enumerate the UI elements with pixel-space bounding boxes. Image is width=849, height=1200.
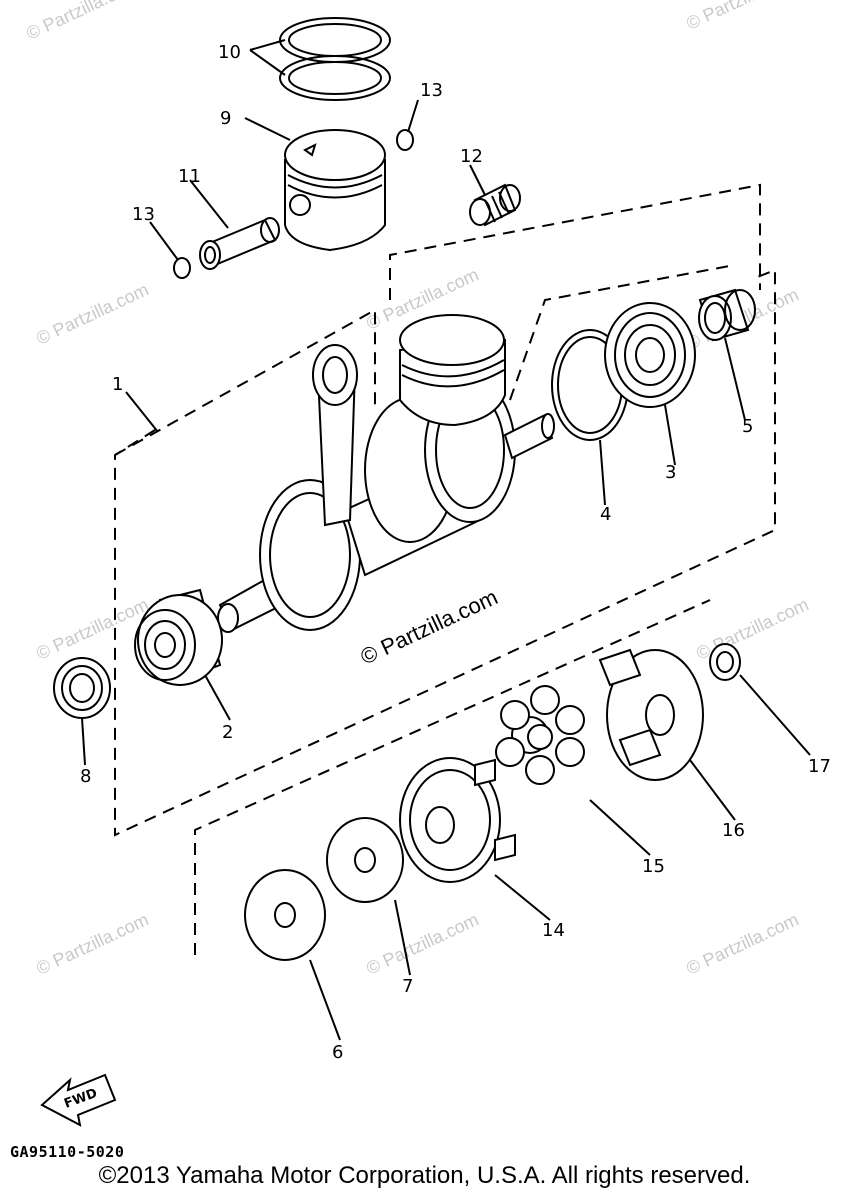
piston-rings <box>279 17 391 101</box>
bearing <box>604 302 696 408</box>
callout-3: 3 <box>665 462 676 483</box>
leader-lines <box>81 39 811 1041</box>
watermark-text: © Partzilla.com <box>33 594 151 663</box>
piston <box>284 129 386 252</box>
part-code: GA95110-5020 <box>10 1143 125 1161</box>
watermark-text: © Partzilla.com <box>683 909 801 978</box>
washer-small <box>709 643 741 681</box>
callout-5: 5 <box>742 416 753 437</box>
oil-seal <box>53 657 111 719</box>
coupling <box>399 757 516 883</box>
callout-7: 7 <box>402 976 413 997</box>
callout-6: 6 <box>332 1042 343 1063</box>
callout-1: 1 <box>112 374 123 395</box>
watermark-text: © Partzilla.com <box>33 909 151 978</box>
coupling-rear <box>598 648 704 781</box>
watermark-text: © Partzilla.com <box>23 0 141 44</box>
callout-16: 16 <box>722 820 745 841</box>
watermark-center: © Partzilla.com <box>357 584 502 669</box>
needle-bearing <box>469 183 521 227</box>
damper <box>495 685 585 785</box>
callout-8: 8 <box>80 766 91 787</box>
piston-clip <box>173 129 414 279</box>
callout-17: 17 <box>808 756 831 777</box>
callout-13-left: 13 <box>132 204 155 225</box>
callout-11: 11 <box>178 166 201 187</box>
callout-12: 12 <box>460 146 483 167</box>
bearing-front <box>134 588 223 686</box>
callout-14: 14 <box>542 920 565 941</box>
callout-13-right: 13 <box>420 80 443 101</box>
assembly-outline <box>114 183 776 955</box>
watermark-text: © Partzilla.com <box>683 0 801 34</box>
collar <box>698 288 756 342</box>
fwd-arrow-icon: FWD <box>40 1073 117 1127</box>
copyright: ©2013 Yamaha Motor Corporation, U.S.A. A… <box>98 1162 751 1189</box>
callout-15: 15 <box>642 856 665 877</box>
washer-large <box>244 869 326 961</box>
piston-pin <box>199 217 280 270</box>
callout-4: 4 <box>600 504 611 525</box>
callout-labels: 10 9 13 12 11 13 1 4 3 5 2 8 6 7 14 15 1… <box>80 42 831 1063</box>
watermark-text: © Partzilla.com <box>363 909 481 978</box>
callout-2: 2 <box>222 722 233 743</box>
callout-10: 10 <box>218 42 241 63</box>
crankshaft <box>217 314 555 633</box>
watermark-text: © Partzilla.com <box>33 279 151 348</box>
callout-9: 9 <box>220 108 231 129</box>
washer <box>326 817 404 903</box>
